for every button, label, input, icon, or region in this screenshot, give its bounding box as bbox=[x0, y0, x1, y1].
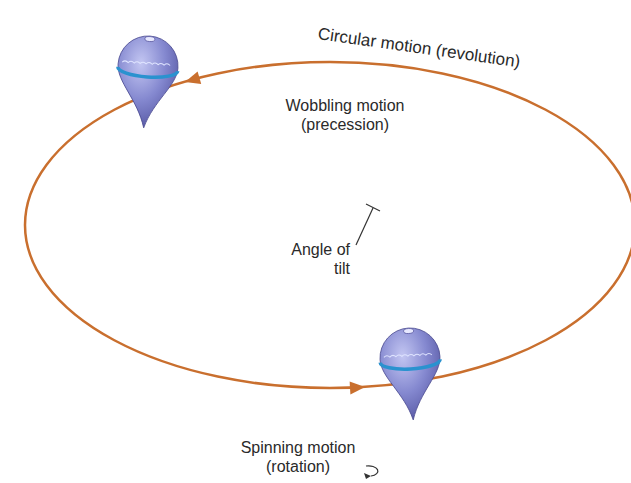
spinning-top bbox=[114, 34, 180, 130]
orbit-arrowhead bbox=[183, 72, 201, 89]
rotation-arrowhead bbox=[364, 473, 371, 479]
orbit-label: Circular motion (revolution) bbox=[317, 24, 522, 73]
revolution-orbit bbox=[25, 62, 631, 388]
tilt-label: Angle of tilt bbox=[284, 240, 350, 278]
leader-line bbox=[356, 208, 373, 245]
spinning-top bbox=[378, 326, 443, 421]
rotation-label: Spinning motion (rotation) bbox=[228, 438, 368, 476]
precession-label: Wobbling motion (precession) bbox=[270, 96, 420, 134]
leader-tick bbox=[366, 204, 380, 211]
rotation-arrow bbox=[366, 466, 378, 476]
orbit-arrowhead bbox=[350, 381, 366, 395]
